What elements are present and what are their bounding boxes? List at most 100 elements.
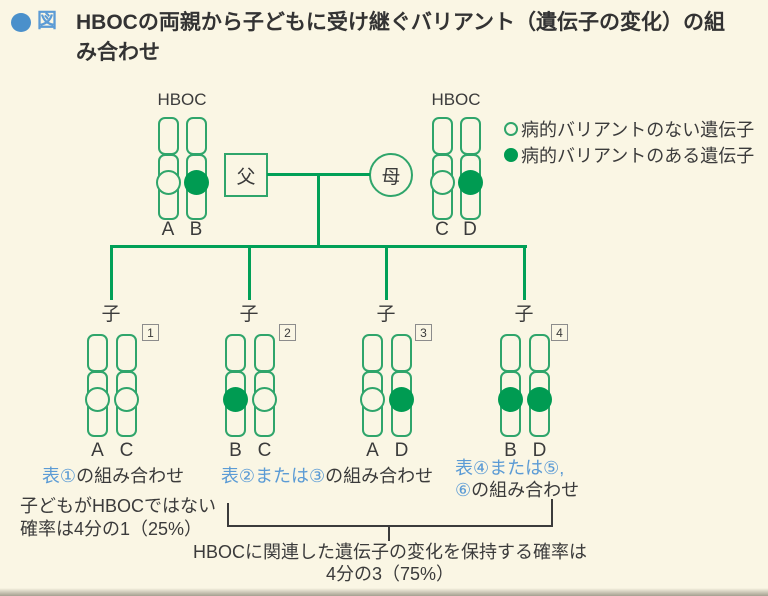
chromosome-mother-c xyxy=(430,117,455,220)
gene-open-circle-icon xyxy=(114,387,139,412)
figure-title-line1: HBOCの両親から子どもに受け継ぐバリアント（遺伝子の変化）の組 xyxy=(76,11,725,34)
note-line2: 確率は4分の1（25%） xyxy=(20,519,203,539)
chromosome-segment xyxy=(391,334,412,372)
legend-label: 病的バリアントのない遺伝子 xyxy=(521,120,755,140)
bracket-horizontal-line xyxy=(227,525,553,527)
child2-symbol: 子 xyxy=(239,304,259,325)
chromosome-father-a xyxy=(156,117,181,220)
chromosome-child2-c xyxy=(252,334,277,437)
child4-symbol: 子 xyxy=(514,304,534,325)
legend-label: 病的バリアントのある遺伝子 xyxy=(521,146,755,166)
chromosome-segment xyxy=(460,117,481,155)
gene-open-circle-icon xyxy=(156,170,181,195)
figure-title-line2: み合わせ xyxy=(76,41,160,64)
open-circle-icon xyxy=(504,122,518,136)
chromosome-child4-d xyxy=(527,334,552,437)
allele-label: D xyxy=(532,440,547,461)
child4-number-badge: 4 xyxy=(551,324,568,341)
chromosome-segment xyxy=(186,117,207,155)
child2-genotype: B C xyxy=(225,440,275,462)
child4-genotype: B D xyxy=(500,440,550,462)
child1-stem-line xyxy=(110,245,113,300)
caption-combination-4-5-6: 表④または⑤, ⑥の組み合わせ xyxy=(455,457,579,501)
table-ref-blue: ⑥ xyxy=(455,480,472,500)
figure-tag: 図 xyxy=(37,10,57,32)
chromosome-segment xyxy=(158,117,179,155)
note-line2: 4分の3（75%） xyxy=(325,564,455,584)
child1-symbol: 子 xyxy=(101,304,121,325)
allele-label: A xyxy=(366,440,379,461)
caption-combination-2-3: 表②または③の組み合わせ xyxy=(221,462,433,488)
child1-number-badge: 1 xyxy=(142,324,159,341)
sibling-bar-line xyxy=(110,245,527,248)
table-ref-blue: 表① xyxy=(41,466,77,486)
allele-label-c: C xyxy=(435,219,449,240)
allele-label: C xyxy=(257,440,272,461)
chromosome-father-b xyxy=(184,117,209,220)
child1-genotype: A C xyxy=(87,440,137,462)
gene-open-circle-icon xyxy=(430,170,455,195)
mother-hboc-label: HBOC xyxy=(431,90,481,109)
caption-text: の組み合わせ xyxy=(325,466,434,486)
chromosome-child4-b xyxy=(498,334,523,437)
child3-number-badge: 3 xyxy=(415,324,432,341)
chromosome-segment xyxy=(500,334,521,372)
chromosome-segment xyxy=(432,117,453,155)
allele-label-d: D xyxy=(463,219,477,240)
note-line1: HBOCに関連した遺伝子の変化を保持する確率は xyxy=(192,542,588,562)
note-carrier-probability: HBOCに関連した遺伝子の変化を保持する確率は 4分の3（75%） xyxy=(193,541,587,585)
chromosome-child2-b xyxy=(223,334,248,437)
gene-filled-circle-icon xyxy=(498,387,523,412)
table-ref-blue: 表④または⑤, xyxy=(455,458,565,478)
bracket-right-line xyxy=(551,499,553,527)
gene-filled-circle-icon xyxy=(389,387,414,412)
gene-filled-circle-icon xyxy=(458,170,483,195)
legend: 病的バリアントのない遺伝子 病的バリアントのある遺伝子 xyxy=(504,116,754,168)
allele-label: C xyxy=(119,440,134,461)
gene-filled-circle-icon xyxy=(527,387,552,412)
child3-symbol: 子 xyxy=(376,304,396,325)
allele-label: B xyxy=(229,440,242,461)
figure-title: HBOCの両親から子どもに受け継ぐバリアント（遺伝子の変化）の組 み合わせ xyxy=(76,8,752,68)
chromosome-segment xyxy=(116,334,137,372)
child3-genotype: A D xyxy=(362,440,412,462)
father-hboc-label: HBOC xyxy=(157,90,207,109)
chromosome-child1-c xyxy=(114,334,139,437)
allele-label-a: A xyxy=(161,219,175,240)
chromosome-segment xyxy=(225,334,246,372)
legend-item-variant: 病的バリアントのある遺伝子 xyxy=(504,142,754,168)
child3-stem-line xyxy=(385,245,388,300)
gene-open-circle-icon xyxy=(252,387,277,412)
father-symbol: 父 xyxy=(224,153,268,197)
bracket-stem-line xyxy=(388,527,390,541)
child4-stem-line xyxy=(523,245,526,300)
gene-filled-circle-icon xyxy=(223,387,248,412)
allele-label: A xyxy=(91,440,104,461)
chromosome-segment xyxy=(87,334,108,372)
allele-label: B xyxy=(504,440,517,461)
chromosome-child3-a xyxy=(360,334,385,437)
child2-number-badge: 2 xyxy=(279,324,296,341)
page-edge-shadow xyxy=(0,588,768,596)
caption-text: の組み合わせ xyxy=(76,466,185,486)
child2-stem-line xyxy=(248,245,251,300)
caption-line2: ⑥の組み合わせ xyxy=(455,479,579,501)
table-ref-blue: 表②または③ xyxy=(220,466,326,486)
caption-combination-1: 表①の組み合わせ xyxy=(42,462,184,488)
chromosome-segment xyxy=(529,334,550,372)
gene-open-circle-icon xyxy=(85,387,110,412)
chromosome-segment xyxy=(362,334,383,372)
gene-filled-circle-icon xyxy=(184,170,209,195)
note-line1: 子どもがHBOCではない xyxy=(20,496,217,516)
allele-label: D xyxy=(394,440,409,461)
mother-symbol: 母 xyxy=(369,153,413,197)
note-not-hboc-probability: 子どもがHBOCではない 確率は4分の1（25%） xyxy=(20,495,216,541)
allele-label-b: B xyxy=(189,219,203,240)
parent-drop-line xyxy=(317,173,320,247)
caption-line1: 表④または⑤, xyxy=(455,457,579,479)
chromosome-segment xyxy=(254,334,275,372)
gene-open-circle-icon xyxy=(360,387,385,412)
caption-text: の組み合わせ xyxy=(471,480,580,500)
chromosome-child3-d xyxy=(389,334,414,437)
